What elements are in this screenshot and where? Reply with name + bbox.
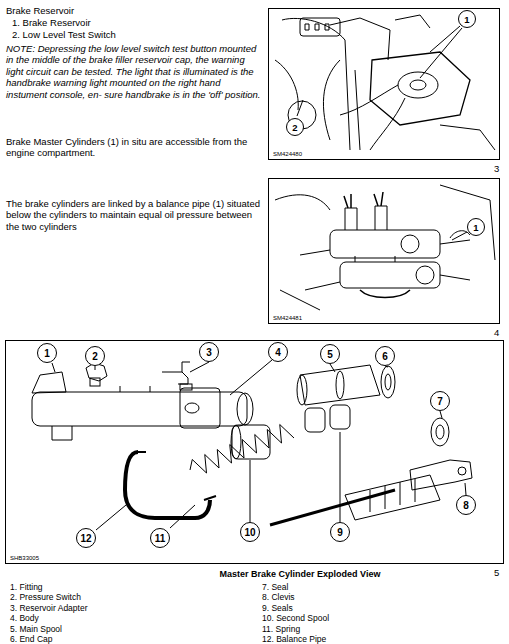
list-item: 1. Brake Reservoir	[12, 17, 252, 28]
callout-number: 8	[456, 495, 476, 515]
figure-frame: SM424481 1	[268, 178, 500, 324]
parts-list-item: 1. Fitting	[10, 582, 240, 592]
exploded-view-figure	[32, 360, 472, 530]
parts-list-item: 9. Seals	[262, 603, 492, 613]
callout-number: 7	[430, 391, 450, 411]
parts-list-item: 11. Spring	[262, 624, 492, 634]
callout-number: 1	[467, 218, 485, 236]
callout-text: 12	[80, 533, 91, 544]
callout-text: 8	[463, 500, 469, 511]
figure-caption: Master Brake Cylinder Exploded View	[150, 569, 450, 580]
paragraph: The brake cylinders are linked by a bala…	[6, 198, 261, 232]
figure-code: SHB33005	[10, 555, 39, 561]
parts-list-item: 10. Second Spool	[262, 613, 492, 623]
parts-list-item: 6. End Cap	[10, 634, 240, 644]
callout-text: 4	[275, 347, 281, 358]
callout-number: 1	[37, 343, 57, 363]
master-cylinders-figure	[275, 185, 495, 310]
callout-text: 1	[464, 14, 469, 25]
parts-list-item: 12. Balance Pipe	[262, 634, 492, 644]
callout-number: 10	[240, 522, 260, 542]
callout-text: 3	[206, 347, 212, 358]
callout-number: 9	[330, 522, 350, 542]
callout-number: 1	[458, 10, 476, 28]
callout-text: 10	[244, 527, 255, 538]
callout-text: 9	[337, 527, 343, 538]
figure-number: 5	[494, 567, 506, 578]
parts-list-item: 4. Body	[10, 613, 240, 623]
callout-text: 6	[382, 351, 388, 362]
callout-text: 5	[327, 349, 333, 360]
callout-number: 2	[85, 346, 105, 366]
callout-text: 1	[473, 222, 478, 233]
callout-text: 1	[44, 348, 50, 359]
figure-frame: SHB33005123456789101112	[5, 340, 504, 564]
callout-number: 3	[199, 342, 219, 362]
figure-number: 3	[494, 163, 506, 174]
callout-number: 5	[320, 344, 340, 364]
list-item: 2. Low Level Test Switch	[12, 29, 252, 40]
callout-number: 2	[286, 118, 304, 136]
parts-list-item: 7. Seal	[262, 582, 492, 592]
callout-number: 6	[375, 346, 395, 366]
figure-frame: SM424480 1 2	[268, 8, 500, 160]
callout-number: 4	[268, 342, 288, 362]
parts-list-item: 2. Pressure Switch	[10, 592, 240, 602]
callout-number: 11	[150, 528, 170, 548]
paragraph: Brake Master Cylinders (1) in situ are a…	[6, 136, 261, 159]
callout-text: 2	[92, 351, 98, 362]
callout-number: 12	[76, 528, 96, 548]
parts-list-item: 5. Main Spool	[10, 624, 240, 634]
parts-list-item: 3. Reservoir Adapter	[10, 603, 240, 613]
figure-code: SM424480	[273, 151, 302, 157]
callout-text: 7	[437, 396, 443, 407]
callout-text: 11	[155, 533, 166, 544]
parts-list-item: 8. Clevis	[262, 592, 492, 602]
reservoir-figure	[275, 15, 495, 150]
figure-number: 4	[494, 327, 506, 338]
figure-code: SM424481	[273, 315, 302, 321]
callout-text: 2	[292, 122, 297, 133]
note: NOTE: Depressing the low level switch te…	[6, 43, 261, 100]
heading: Brake Reservoir	[6, 5, 256, 16]
